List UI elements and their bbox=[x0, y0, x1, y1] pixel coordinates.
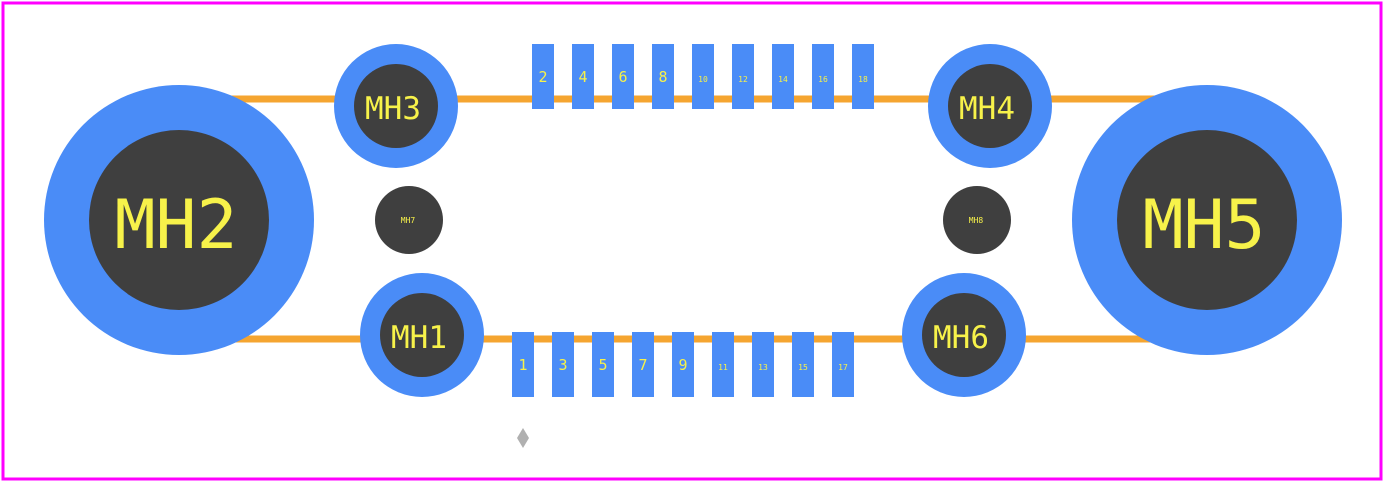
top-pin-label: 10 bbox=[698, 75, 708, 84]
top-pin-label: 12 bbox=[738, 75, 748, 84]
mh4-label: MH4 bbox=[959, 91, 1015, 127]
top-pin-pad bbox=[532, 44, 554, 109]
bottom-pin-label: 9 bbox=[678, 356, 687, 374]
bottom-pin-label: 17 bbox=[838, 363, 848, 372]
mh1-label: MH1 bbox=[391, 320, 447, 356]
top-pin-pad bbox=[612, 44, 634, 109]
mounting-hole-mh7: MH7 bbox=[375, 186, 443, 254]
mh7-hole bbox=[375, 186, 443, 254]
top-pin-18: 18 bbox=[852, 44, 874, 109]
bottom-pin-pad bbox=[592, 332, 614, 397]
mh3-hole bbox=[354, 64, 438, 148]
bottom-pin-label: 3 bbox=[558, 356, 567, 374]
bottom-pin-7: 7 bbox=[632, 332, 654, 397]
top-pin-pad bbox=[572, 44, 594, 109]
bottom-pin-label: 13 bbox=[758, 363, 768, 372]
top-pin-pad bbox=[852, 44, 874, 109]
top-pin-2: 2 bbox=[532, 44, 554, 109]
bottom-pin-label: 15 bbox=[798, 363, 808, 372]
bottom-pin-17: 17 bbox=[832, 332, 854, 397]
top-pin-row: 2 4 6 8 10 12 14 16 18 bbox=[532, 44, 874, 109]
mh2-label: MH2 bbox=[115, 186, 238, 265]
bottom-pin-pad bbox=[552, 332, 574, 397]
top-pin-label: 8 bbox=[658, 68, 667, 86]
bottom-pin-label: 7 bbox=[638, 356, 647, 374]
top-pin-label: 4 bbox=[578, 68, 587, 86]
mounting-hole-mh6: MH6 bbox=[902, 273, 1026, 397]
bottom-pin-pad bbox=[752, 332, 774, 397]
bottom-pin-pad bbox=[792, 332, 814, 397]
diamond-origin-icon bbox=[517, 428, 529, 448]
bottom-pin-label: 1 bbox=[518, 356, 527, 374]
top-pin-label: 14 bbox=[778, 75, 788, 84]
mh3-label: MH3 bbox=[365, 91, 421, 127]
bottom-pin-3: 3 bbox=[552, 332, 574, 397]
bottom-pin-pad bbox=[832, 332, 854, 397]
mh7-label: MH7 bbox=[401, 216, 416, 225]
mounting-hole-mh2: MH2 bbox=[44, 85, 314, 355]
top-pin-label: 2 bbox=[538, 68, 547, 86]
bottom-pin-13: 13 bbox=[752, 332, 774, 397]
mounting-hole-mh1: MH1 bbox=[360, 273, 484, 397]
top-pin-16: 16 bbox=[812, 44, 834, 109]
mh6-hole bbox=[922, 293, 1006, 377]
mounting-hole-mh8: MH8 bbox=[943, 186, 1011, 254]
mounting-hole-mh5: MH5 bbox=[1072, 85, 1342, 355]
top-pin-6: 6 bbox=[612, 44, 634, 109]
mh6-label: MH6 bbox=[933, 320, 989, 356]
top-pin-label: 18 bbox=[858, 75, 868, 84]
bottom-pin-9: 9 bbox=[672, 332, 694, 397]
top-pin-label: 6 bbox=[618, 68, 627, 86]
bottom-pin-5: 5 bbox=[592, 332, 614, 397]
top-pin-label: 16 bbox=[818, 75, 828, 84]
top-pin-pad bbox=[652, 44, 674, 109]
mh5-label: MH5 bbox=[1143, 186, 1266, 265]
top-pin-10: 10 bbox=[692, 44, 714, 109]
bottom-pin-pad bbox=[632, 332, 654, 397]
mh8-label: MH8 bbox=[969, 216, 984, 225]
bottom-pin-pad bbox=[512, 332, 534, 397]
bottom-pin-1: 1 bbox=[512, 332, 534, 397]
mh4-hole bbox=[948, 64, 1032, 148]
mounting-hole-mh3: MH3 bbox=[334, 44, 458, 168]
top-pin-pad bbox=[692, 44, 714, 109]
top-pin-12: 12 bbox=[732, 44, 754, 109]
mounting-hole-mh4: MH4 bbox=[928, 44, 1052, 168]
bottom-pin-label: 11 bbox=[718, 363, 728, 372]
bottom-pin-pad bbox=[672, 332, 694, 397]
top-pin-pad bbox=[772, 44, 794, 109]
mh2-hole bbox=[89, 130, 269, 310]
traces bbox=[178, 95, 1206, 343]
mh8-hole bbox=[943, 186, 1011, 254]
top-pin-14: 14 bbox=[772, 44, 794, 109]
top-pin-8: 8 bbox=[652, 44, 674, 109]
mh1-hole bbox=[380, 293, 464, 377]
mh5-hole bbox=[1117, 130, 1297, 310]
top-pin-4: 4 bbox=[572, 44, 594, 109]
top-pin-pad bbox=[812, 44, 834, 109]
bottom-pin-label: 5 bbox=[598, 356, 607, 374]
bottom-pin-11: 11 bbox=[712, 332, 734, 397]
top-pin-pad bbox=[732, 44, 754, 109]
bottom-pin-15: 15 bbox=[792, 332, 814, 397]
bottom-pin-pad bbox=[712, 332, 734, 397]
